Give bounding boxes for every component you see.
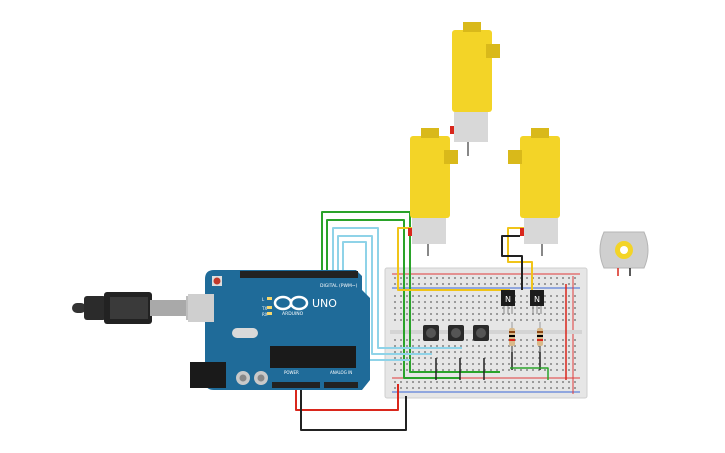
analog-header xyxy=(324,382,358,388)
push-button-2[interactable] xyxy=(448,325,464,341)
resistor-2[interactable] xyxy=(537,322,543,352)
wire-green-2[interactable] xyxy=(326,219,460,379)
push-button-1[interactable] xyxy=(423,325,439,341)
gear-motor-left[interactable] xyxy=(408,128,458,256)
transistor-2[interactable]: N xyxy=(530,290,544,314)
wire-black-motor[interactable] xyxy=(501,235,523,290)
push-button-3[interactable] xyxy=(473,325,489,341)
transistor-2-label: N xyxy=(534,295,540,304)
wire-yellow-2[interactable] xyxy=(507,227,533,290)
crystal xyxy=(232,328,258,338)
rx-label: RX xyxy=(262,312,268,317)
wire-black-gnd[interactable] xyxy=(300,388,407,431)
tx-label: TX xyxy=(261,306,267,311)
atmega-chip xyxy=(270,346,356,368)
wire-cyan-1[interactable] xyxy=(332,227,462,349)
led-l-label: L xyxy=(262,297,265,302)
wire-yellow-1[interactable] xyxy=(397,227,510,291)
gear-motor-top[interactable] xyxy=(450,22,500,156)
digital-header xyxy=(240,271,358,278)
power-label: POWER xyxy=(284,370,299,375)
arduino-uno-board[interactable]: DIGITAL (PWM~) UNO ARDUINO L TX RX POWER… xyxy=(188,270,370,390)
wire-cyan-3[interactable] xyxy=(342,241,410,361)
arduino-logo-icon xyxy=(273,295,309,311)
wires xyxy=(295,211,567,431)
usb-port xyxy=(188,294,214,322)
dc-motor-icon[interactable] xyxy=(599,231,649,276)
brand-label: ARDUINO xyxy=(282,311,304,317)
analog-label: ANALOG IN xyxy=(330,370,352,375)
model-label: UNO xyxy=(312,297,337,310)
wire-cyan-2[interactable] xyxy=(337,235,432,355)
transistor-1-label: N xyxy=(505,295,511,304)
digital-label: DIGITAL (PWM~) xyxy=(320,283,358,289)
power-header xyxy=(272,382,320,388)
push-buttons xyxy=(423,325,489,341)
power-jack xyxy=(190,362,226,388)
resistor-1[interactable] xyxy=(509,322,515,352)
gear-motor-right[interactable] xyxy=(508,128,560,256)
transistor-1[interactable]: N xyxy=(501,290,515,314)
wire-red-power[interactable] xyxy=(295,384,399,411)
wire-green-gnd[interactable] xyxy=(510,367,549,380)
